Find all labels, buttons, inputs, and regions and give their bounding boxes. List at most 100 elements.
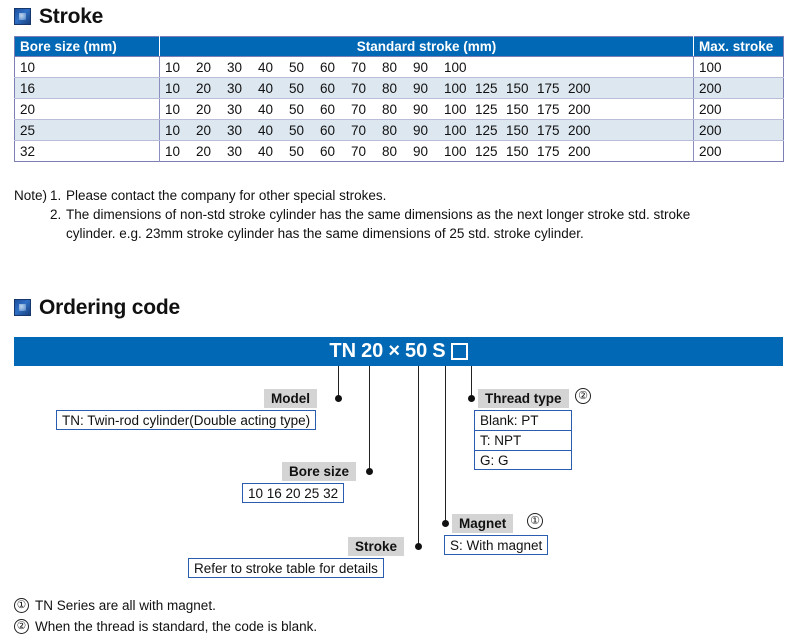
stroke-value: 100 (444, 101, 467, 117)
stroke-value: 80 (382, 59, 398, 75)
stroke-value: 60 (320, 122, 336, 138)
stroke-value: 30 (227, 143, 243, 159)
stroke-value: 50 (289, 122, 305, 138)
stroke-value: 175 (537, 122, 560, 138)
cell-bore-size: 32 (14, 140, 160, 162)
note-indent (50, 224, 66, 243)
cell-bore-size: 25 (14, 119, 160, 141)
stroke-value: 50 (289, 143, 305, 159)
footnote-text: TN Series are all with magnet. (35, 598, 216, 613)
stroke-value: 70 (351, 101, 367, 117)
stroke-value: 80 (382, 122, 398, 138)
stroke-value: 175 (537, 80, 560, 96)
cell-max-stroke: 200 (699, 143, 722, 159)
stroke-value: 20 (196, 59, 212, 75)
callout-box-bore-size: 10 16 20 25 32 (242, 483, 345, 503)
stroke-value: 70 (351, 143, 367, 159)
cell-max-stroke: 100 (693, 56, 784, 78)
stroke-value: 125 (475, 101, 498, 117)
cell-bore-size: 16 (14, 77, 160, 99)
note-lead-label: Note) (14, 188, 48, 203)
note-item: 2. The dimensions of non-std stroke cyli… (14, 205, 784, 224)
stroke-value: 90 (413, 122, 429, 138)
callout-box-model: TN: Twin-rod cylinder(Double acting type… (56, 410, 317, 430)
stroke-value: 30 (227, 122, 243, 138)
stroke-value: 20 (196, 80, 212, 96)
stroke-value: 150 (506, 122, 529, 138)
stroke-value: 60 (320, 59, 336, 75)
stroke-value: 125 (475, 80, 498, 96)
leader-dot-magnet (442, 520, 449, 527)
note-indent (14, 205, 50, 224)
callout-box-thread-g: G: G (474, 450, 572, 470)
stroke-value: 40 (258, 101, 274, 117)
note-number: 2. (50, 207, 62, 222)
code-part-bore: 20 (361, 340, 384, 362)
callout-box-magnet: S: With magnet (444, 535, 549, 555)
stroke-value: 50 (289, 101, 305, 117)
stroke-value: 40 (258, 59, 274, 75)
callout-tag-bore-size: Bore size (282, 462, 357, 481)
stroke-value: 60 (320, 80, 336, 96)
stroke-value: 30 (227, 59, 243, 75)
callout-tag-stroke: Stroke (348, 537, 405, 556)
ordering-footnotes: ① TN Series are all with magnet. ② When … (14, 595, 317, 637)
stroke-value: 125 (475, 122, 498, 138)
stroke-value: 70 (351, 59, 367, 75)
stroke-value: 10 (165, 122, 181, 138)
code-part-stroke: 50 (405, 340, 428, 362)
stroke-value: 60 (320, 101, 336, 117)
stroke-value: 80 (382, 101, 398, 117)
leader-line-model (338, 366, 339, 398)
leader-line-thread-type (471, 366, 472, 398)
stroke-value: 70 (351, 80, 367, 96)
leader-line-bore-size (369, 366, 370, 471)
stroke-value: 200 (568, 122, 591, 138)
stroke-value: 100 (444, 143, 467, 159)
note-text: cylinder. e.g. 23mm stroke cylinder has … (66, 226, 584, 241)
stroke-table: Bore size (mm) Standard stroke (mm) Max.… (14, 36, 784, 162)
ordering-code-diagram: Model TN: Twin-rod cylinder(Double actin… (0, 366, 800, 626)
stroke-value: 70 (351, 122, 367, 138)
leader-dot-model (335, 395, 342, 402)
footnote-marker: ① (14, 598, 29, 613)
footnote-item: ① TN Series are all with magnet. (14, 595, 317, 616)
callout-marker-thread-type: ② (575, 388, 591, 404)
stroke-value: 125 (475, 143, 498, 159)
stroke-value: 100 (444, 80, 467, 96)
stroke-section-header: Stroke (14, 6, 103, 27)
code-part-magnet: S (432, 340, 446, 362)
stroke-value: 40 (258, 122, 274, 138)
code-part-separator: × (388, 340, 400, 362)
stroke-value: 30 (227, 101, 243, 117)
stroke-value: 90 (413, 80, 429, 96)
stroke-value: 90 (413, 143, 429, 159)
stroke-value: 200 (568, 101, 591, 117)
callout-tag-magnet: Magnet (452, 514, 514, 533)
footnote-marker: ② (14, 619, 29, 634)
cell-max-stroke: 200 (693, 98, 784, 120)
note-indent (14, 224, 50, 243)
stroke-value: 10 (165, 59, 181, 75)
empty-option-box-icon (450, 343, 468, 360)
leader-dot-bore-size (366, 468, 373, 475)
stroke-value: 60 (320, 143, 336, 159)
callout-box-thread-blank: Blank: PT (474, 410, 572, 430)
cell-max-stroke: 200 (693, 77, 784, 99)
stroke-value: 20 (196, 143, 212, 159)
stroke-value: 40 (258, 143, 274, 159)
stroke-value: 30 (227, 80, 243, 96)
stroke-value: 80 (382, 143, 398, 159)
cell-bore-size: 20 (14, 98, 160, 120)
stroke-value: 20 (196, 122, 212, 138)
square-bullet-icon (14, 8, 31, 25)
callout-box-stroke: Refer to stroke table for details (188, 558, 384, 578)
stroke-value: 150 (506, 143, 529, 159)
